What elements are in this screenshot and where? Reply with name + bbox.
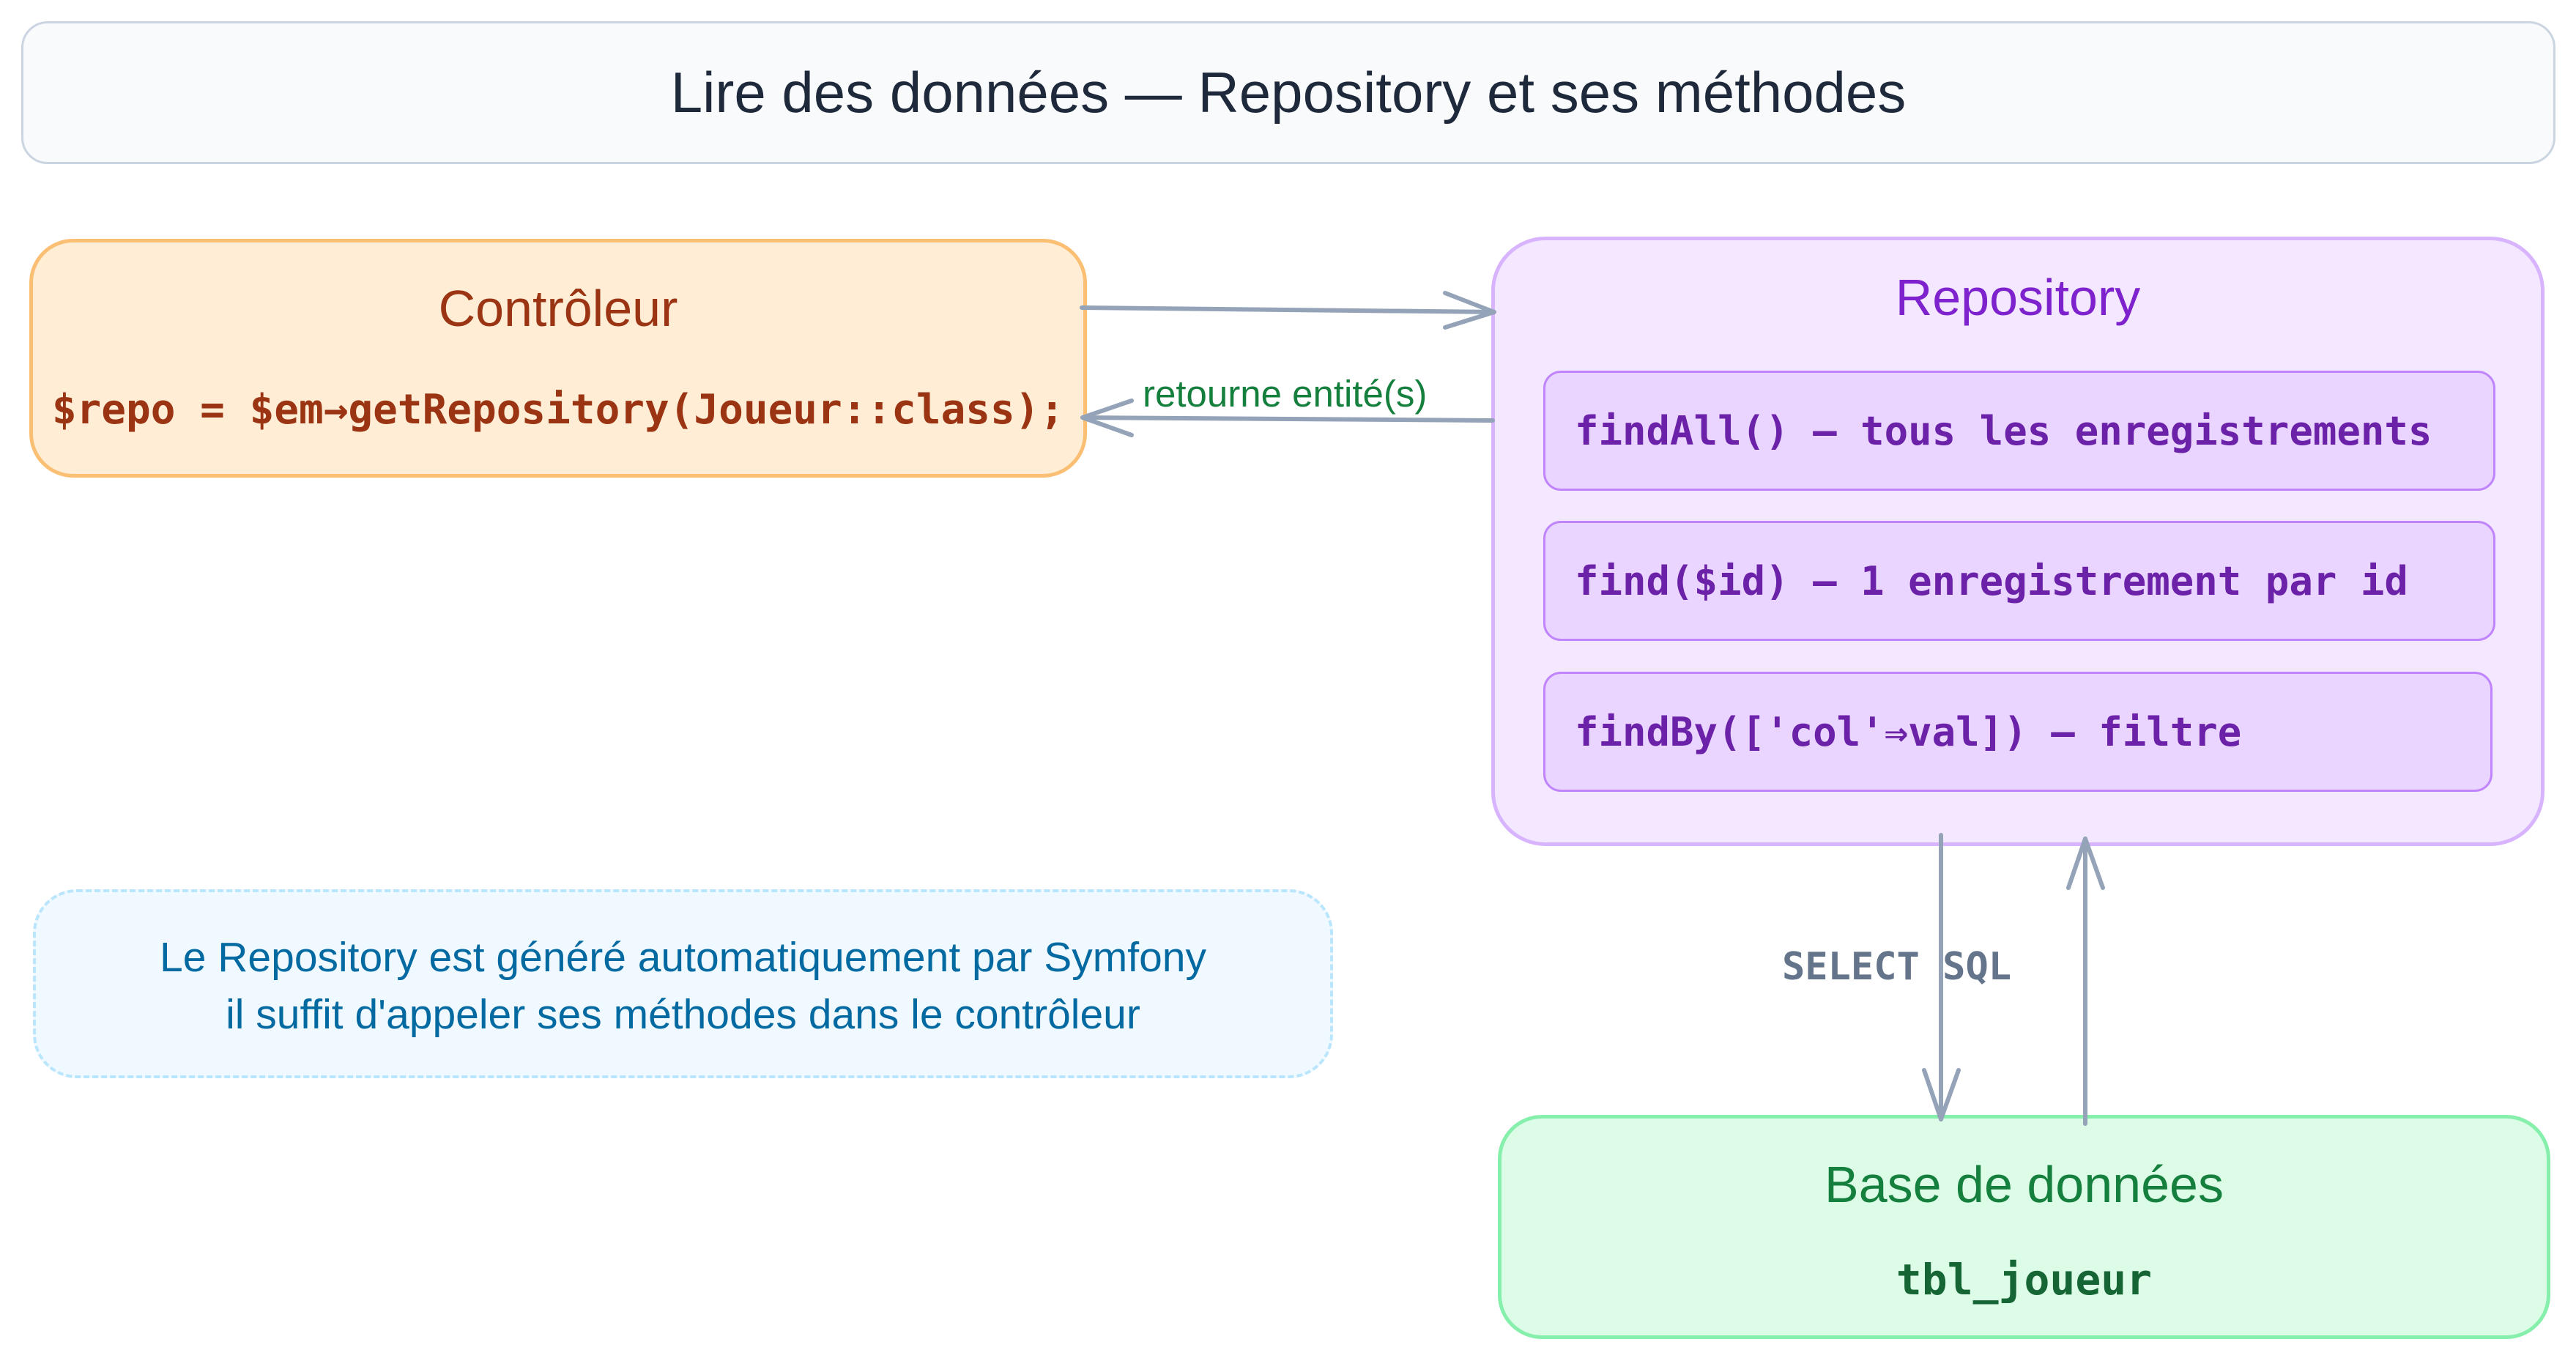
repository-node: Repository findAll() – tous les enregist…	[1491, 237, 2545, 846]
database-title: Base de données	[1825, 1156, 2224, 1213]
repository-title: Repository	[1895, 269, 2141, 326]
sql-edge-label: SELECT SQL	[1782, 945, 2012, 989]
method-find-all: findAll() – tous les enregistrements	[1543, 371, 2495, 491]
return-edge-label: retourne entité(s)	[1143, 373, 1428, 415]
call-arrow-line	[1080, 305, 1496, 314]
controller-code: $repo = $em→getRepository(Joueur::class)…	[51, 386, 1065, 434]
result-arrow-head	[2066, 837, 2105, 890]
database-node: Base de données tbl_joueur	[1498, 1115, 2550, 1339]
query-arrow-head	[1922, 1068, 1961, 1121]
return-arrow-line	[1080, 415, 1495, 423]
controller-title: Contrôleur	[438, 280, 678, 337]
page-title: Lire des données — Repository et ses mét…	[670, 60, 1907, 125]
controller-node: Contrôleur $repo = $em→getRepository(Jou…	[29, 239, 1087, 478]
note-line: il suffit d'appeler ses méthodes dans le…	[226, 991, 1140, 1038]
info-note: Le Repository est généré automatiquement…	[33, 889, 1333, 1078]
note-line: Le Repository est généré automatiquement…	[160, 934, 1206, 981]
method-find-by: findBy(['col'⇒val]) – filtre	[1543, 672, 2493, 792]
database-table-name: tbl_joueur	[1896, 1255, 2153, 1305]
call-arrow-head	[1443, 291, 1496, 330]
method-find: find($id) – 1 enregistrement par id	[1543, 521, 2495, 641]
return-arrow-head	[1080, 398, 1134, 437]
title-banner: Lire des données — Repository et ses mét…	[21, 21, 2555, 164]
